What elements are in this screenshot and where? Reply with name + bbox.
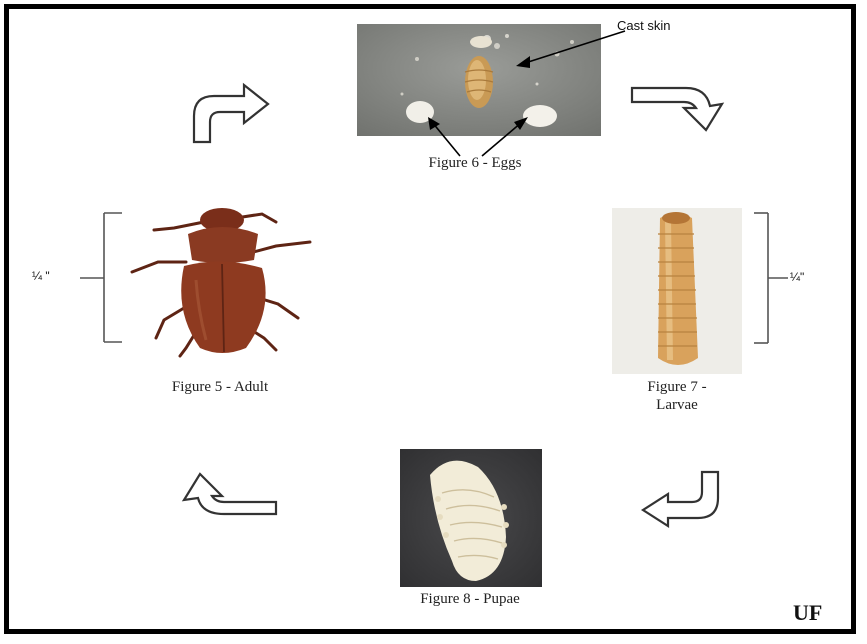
eggs-caption: Figure 6 - Eggs <box>380 155 570 172</box>
larva-caption-line2: Larvae <box>612 397 742 414</box>
cast-skin-pointer <box>500 28 630 78</box>
pupa-photo <box>400 449 542 587</box>
larva-photo <box>612 208 742 374</box>
curved-arrow-icon <box>190 82 272 144</box>
pupa-illustration <box>400 449 542 587</box>
adult-caption: Figure 5 - Adult <box>120 379 320 396</box>
pupa-caption: Figure 8 - Pupae <box>370 591 570 608</box>
uf-logo: UF <box>793 600 822 626</box>
curved-arrow-icon <box>180 470 280 516</box>
larva-caption-line1: Figure 7 - <box>612 379 742 396</box>
larva-scale-label: ¼" <box>790 270 804 284</box>
adult-beetle-image <box>126 200 318 360</box>
adult-scale-label: ¼ " <box>32 269 50 283</box>
larva-illustration <box>612 208 742 374</box>
curved-arrow-icon <box>640 470 722 528</box>
curved-arrow-icon <box>630 86 728 134</box>
